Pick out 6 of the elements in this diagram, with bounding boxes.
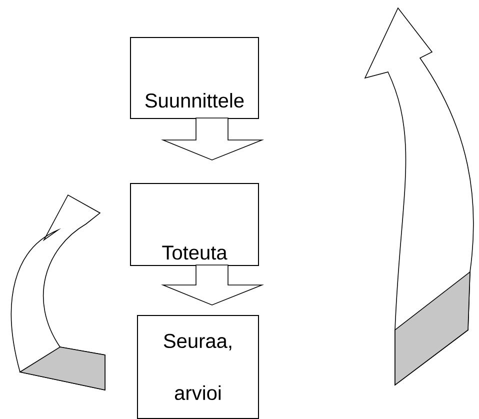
process-box: Suunnittele <box>130 37 259 119</box>
block-arrow <box>160 264 264 306</box>
block-arrow <box>160 118 264 160</box>
curved-arrow <box>11 194 106 390</box>
process-box: Toteuta <box>130 183 259 266</box>
process-box: Seuraa, arvioi <box>137 314 259 419</box>
